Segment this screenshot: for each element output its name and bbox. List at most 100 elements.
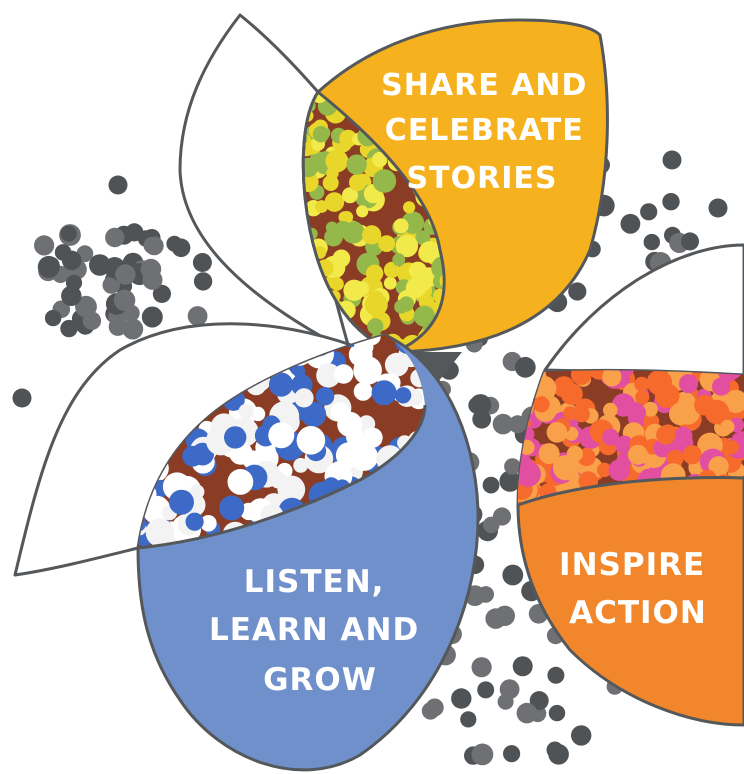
painting-dot xyxy=(169,489,194,515)
scatter-dot xyxy=(193,272,213,291)
scatter-dot xyxy=(102,276,121,294)
painting-dot xyxy=(269,372,294,397)
painting-dot xyxy=(356,205,369,218)
scatter-dot xyxy=(492,413,514,435)
scatter-dot xyxy=(681,232,699,251)
painting-dot xyxy=(315,387,335,406)
painting-dot xyxy=(316,363,341,388)
share-label-line-3: STORIES xyxy=(407,161,558,196)
scatter-dot xyxy=(620,213,641,234)
painting-dot xyxy=(678,374,699,394)
outline-petal-right xyxy=(543,243,744,377)
painting-dot xyxy=(365,264,384,282)
painting-dot xyxy=(182,445,204,467)
painting-dot xyxy=(294,388,314,408)
scatter-dot xyxy=(460,711,477,728)
share-label: SHARE AND CELEBRATE STORIES xyxy=(381,68,599,196)
painting-dot xyxy=(189,484,205,500)
painting-dot xyxy=(635,390,650,405)
scatter-dot xyxy=(482,476,500,494)
scatter-dot xyxy=(499,679,520,700)
scatter-dot xyxy=(425,698,444,717)
scatter-dot xyxy=(494,605,515,626)
scatter-dot xyxy=(451,688,472,709)
painting-dot xyxy=(682,445,702,465)
scatter-dot xyxy=(12,388,32,408)
painting-dot xyxy=(185,512,204,531)
scatter-dot xyxy=(516,702,538,724)
painting-dot xyxy=(518,380,537,406)
scatter-dot xyxy=(143,236,161,254)
painting-dot xyxy=(642,401,658,417)
painting-dot xyxy=(573,406,590,423)
scatter-dot xyxy=(568,282,587,301)
painting-dot xyxy=(518,380,530,399)
painting-dot xyxy=(342,187,358,204)
scatter-dot xyxy=(82,311,102,330)
painting-dot xyxy=(383,261,401,278)
painting-dot xyxy=(634,376,650,392)
share-label-line-1: SHARE AND xyxy=(381,68,587,103)
painting-dot xyxy=(367,318,384,335)
scatter-dot xyxy=(192,253,212,272)
painting-dot xyxy=(315,200,328,213)
listen-label-line-2: LEARN AND xyxy=(209,612,419,648)
painting-dot xyxy=(630,404,646,421)
painting-dot xyxy=(238,403,254,419)
scatter-dot xyxy=(61,250,82,271)
scatter-dot xyxy=(499,470,521,492)
painting-dot xyxy=(725,440,739,455)
painting-dot xyxy=(372,151,388,168)
painting-dot xyxy=(597,462,612,478)
scatter-dot xyxy=(34,235,55,256)
scatter-dot xyxy=(502,564,524,586)
scatter-dot xyxy=(187,306,208,326)
painting-dot xyxy=(145,518,175,547)
painting-dot xyxy=(394,387,412,404)
painting-dot xyxy=(413,305,435,327)
scatter-dot xyxy=(662,193,680,211)
scatter-dot xyxy=(548,744,569,765)
painting-dot xyxy=(333,364,354,384)
painting-dot xyxy=(433,288,445,304)
scatter-dot xyxy=(512,656,533,677)
inspire-label-line-2: ACTION xyxy=(569,595,707,631)
scatter-dot xyxy=(492,507,512,526)
inspire-label-line-1: INSPIRE xyxy=(559,547,705,583)
painting-dot xyxy=(227,469,254,495)
scatter-dot xyxy=(115,264,136,285)
scatter-dot xyxy=(61,285,82,306)
scatter-dot xyxy=(548,704,566,722)
painting-dot xyxy=(518,385,534,404)
scatter-dot xyxy=(60,225,77,242)
scatter-dot xyxy=(37,255,60,278)
painting-dot xyxy=(712,377,731,396)
painting-dot xyxy=(344,445,362,463)
painting-dot xyxy=(200,515,217,532)
listen-label-line-1: LISTEN, xyxy=(244,564,385,600)
painting-dot xyxy=(392,253,406,267)
painting-dot xyxy=(403,201,416,214)
painting-dot xyxy=(704,399,730,425)
painting-dot xyxy=(301,401,327,428)
painting-dot xyxy=(334,220,352,238)
painting-dot xyxy=(546,422,568,443)
painting-dot xyxy=(518,461,541,487)
scatter-dot xyxy=(640,203,658,221)
scatter-dot xyxy=(471,743,494,766)
painting-dot xyxy=(602,428,620,446)
scatter-dot xyxy=(643,233,660,251)
painting-dot xyxy=(724,389,744,413)
painting-dot xyxy=(602,370,622,387)
painting-dot xyxy=(553,455,579,481)
painting-dot xyxy=(563,406,578,421)
painting-dot xyxy=(708,456,729,477)
listen-label-line-3: GROW xyxy=(263,662,377,698)
scatter-dot xyxy=(60,319,78,338)
painting-dot xyxy=(339,129,357,148)
painting-dot xyxy=(533,396,550,413)
painting-dot xyxy=(340,211,354,224)
scatter-dot xyxy=(108,175,128,195)
painting-dot xyxy=(627,444,648,465)
